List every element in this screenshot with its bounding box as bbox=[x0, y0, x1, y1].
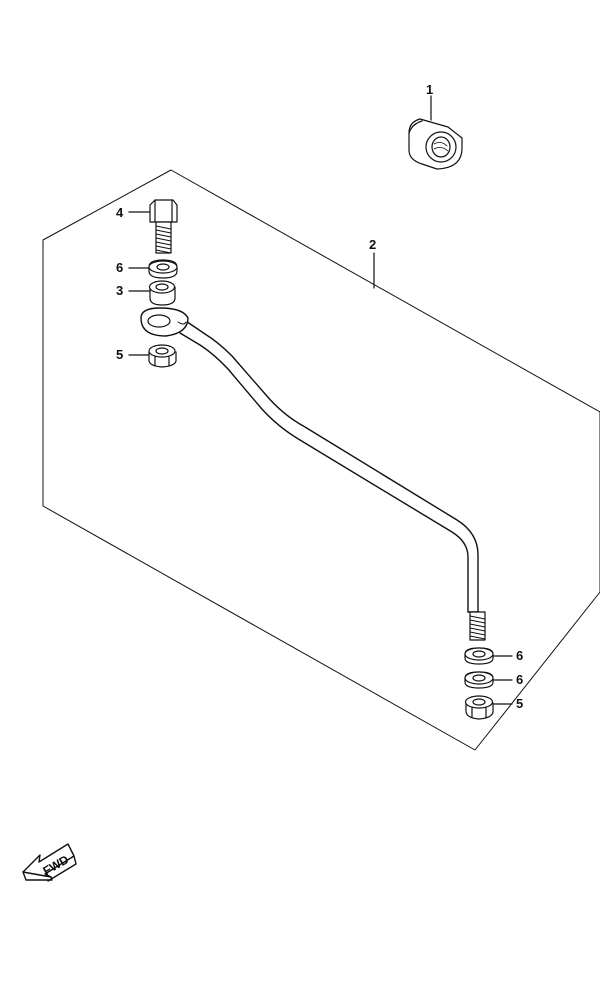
part-5-nut-bottom bbox=[464, 695, 494, 720]
part-5-nut-left bbox=[148, 344, 177, 368]
assembly-frame bbox=[42, 169, 600, 751]
callout-6-bottom-2: 6 bbox=[516, 672, 523, 687]
callout-5-left: 5 bbox=[116, 347, 123, 362]
part-6-washer-bottom-1 bbox=[464, 647, 494, 665]
part-6-washer-bottom-2 bbox=[464, 671, 494, 689]
part-6-washer-top bbox=[148, 259, 178, 279]
callout-3: 3 bbox=[116, 283, 123, 298]
part-3-spacer bbox=[148, 280, 176, 306]
callout-1: 1 bbox=[426, 82, 433, 97]
part-1-nut bbox=[408, 118, 463, 170]
part-4-bolt bbox=[149, 199, 178, 254]
callout-6-bottom-1: 6 bbox=[516, 648, 523, 663]
callout-4: 4 bbox=[116, 205, 124, 220]
callout-5-bottom: 5 bbox=[516, 696, 523, 711]
callout-6-top: 6 bbox=[116, 260, 123, 275]
part-2-drag-link bbox=[140, 307, 486, 641]
callout-2: 2 bbox=[369, 237, 376, 252]
fwd-arrow-icon: FWD bbox=[22, 843, 77, 882]
